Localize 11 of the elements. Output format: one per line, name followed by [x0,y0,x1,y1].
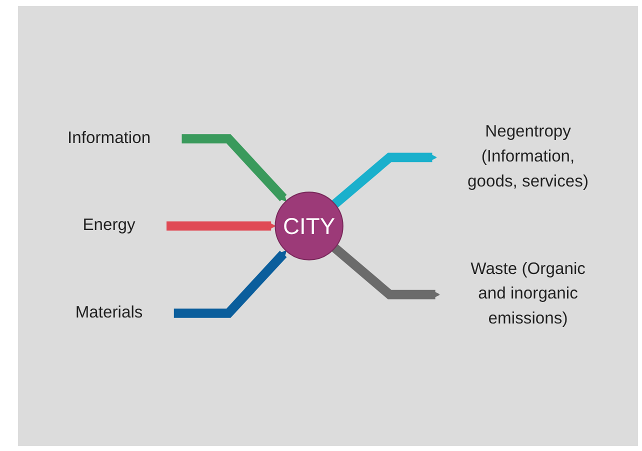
node-text: Waste (Organic and inorganic emissions) [470,260,586,328]
arrow [174,250,287,318]
arrow [332,244,440,300]
arrow [166,221,276,231]
node-circle: CITY [274,192,344,260]
node-text: Negentropy (Information, goods, services) [468,123,589,191]
node-text: Information [67,129,151,148]
node-text: Materials [75,304,143,322]
arrow [332,152,437,208]
node-text: Energy [82,216,136,234]
arrow [182,134,287,202]
